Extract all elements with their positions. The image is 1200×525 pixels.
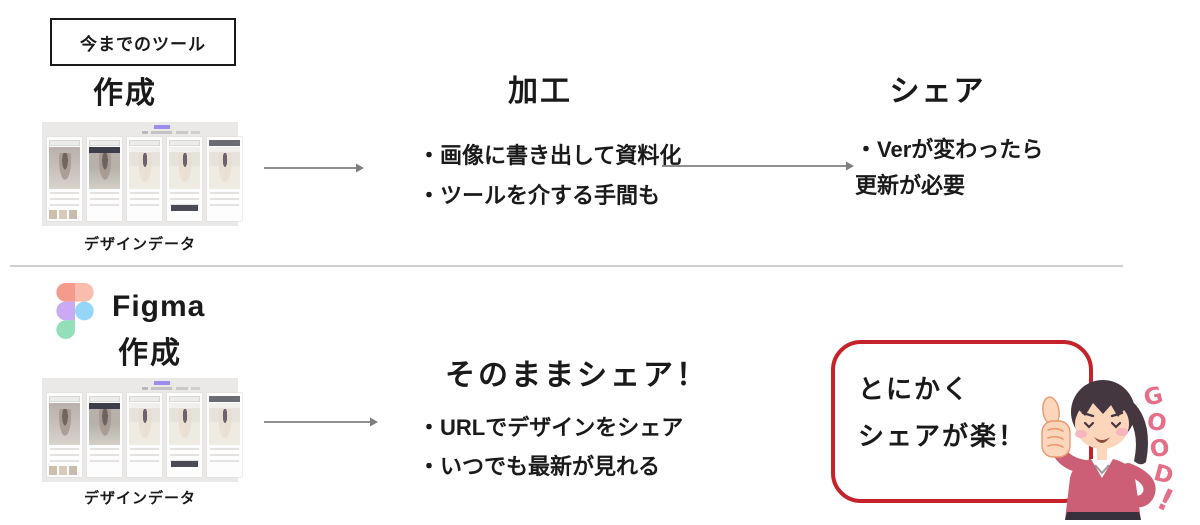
arrow-right-icon (264, 417, 378, 427)
bullet-item: ・Verが変わったら (855, 137, 1044, 162)
design-frame (47, 393, 82, 477)
design-frame (167, 137, 202, 221)
figma-toolbar-strip (142, 387, 200, 390)
arrow-right-icon (662, 161, 854, 171)
speech-bubble-line: シェアが楽！ (858, 421, 1027, 451)
top-create-title: 作成 (93, 77, 157, 110)
top-process-bullets: ・画像に書き出して資料化 ・ツールを介する手間も (418, 136, 681, 216)
bullet-item: ・ツールを介する手間も (418, 183, 661, 208)
top-share-title: シェア (889, 75, 986, 108)
design-frame (127, 137, 162, 221)
design-frame (207, 137, 242, 221)
bottom-share-title: そのままシェア！ (445, 359, 709, 392)
design-frames (47, 393, 242, 477)
legacy-tools-tag-label: 今までのツール (80, 34, 206, 54)
good-letter: G (1141, 382, 1166, 412)
legacy-tools-tag: 今までのツール (50, 18, 236, 66)
good-exclamation-text: G O O D ! (1141, 382, 1200, 520)
figma-toolbar-strip (142, 131, 200, 134)
design-frame (207, 393, 242, 477)
person-thumbs-up-illustration (1041, 380, 1156, 520)
speech-bubble-text: とにかく シェアが楽！ (858, 366, 1026, 460)
good-letter: ! (1151, 481, 1179, 520)
design-frame (47, 137, 82, 221)
bullet-item: ・画像に書き出して資料化 (418, 143, 682, 168)
good-letter: O (1148, 434, 1172, 464)
bottom-share-bullets: ・URLでデザインをシェア ・いつでも最新が見れる (418, 408, 683, 486)
design-data-thumbnail-bottom (42, 378, 242, 482)
design-frames (47, 137, 242, 221)
section-divider (10, 265, 1123, 267)
bullet-item: 更新が必要 (855, 173, 966, 198)
figma-file-label (154, 125, 170, 129)
design-data-caption-bottom: デザインデータ (83, 490, 196, 507)
bullet-item: ・いつでも最新が見れる (418, 454, 661, 479)
good-letter: O (1145, 408, 1169, 438)
bullet-item: ・URLでデザインをシェア (418, 415, 684, 440)
arrow-right-icon (264, 163, 364, 173)
speech-bubble-line: とにかく (858, 374, 971, 404)
design-frame (167, 393, 202, 477)
design-data-thumbnail-top (42, 122, 242, 226)
design-frame (87, 137, 122, 221)
figma-file-label (154, 381, 170, 385)
top-share-bullets: ・Verが変わったら 更新が必要 (855, 132, 1043, 204)
figma-brand-title: Figma (112, 290, 206, 323)
design-frame (127, 393, 162, 477)
figma-logo-icon (56, 283, 94, 339)
design-data-caption-top: デザインデータ (83, 236, 196, 253)
design-frame (87, 393, 122, 477)
bottom-create-title: 作成 (118, 337, 182, 370)
top-process-title: 加工 (508, 75, 572, 108)
